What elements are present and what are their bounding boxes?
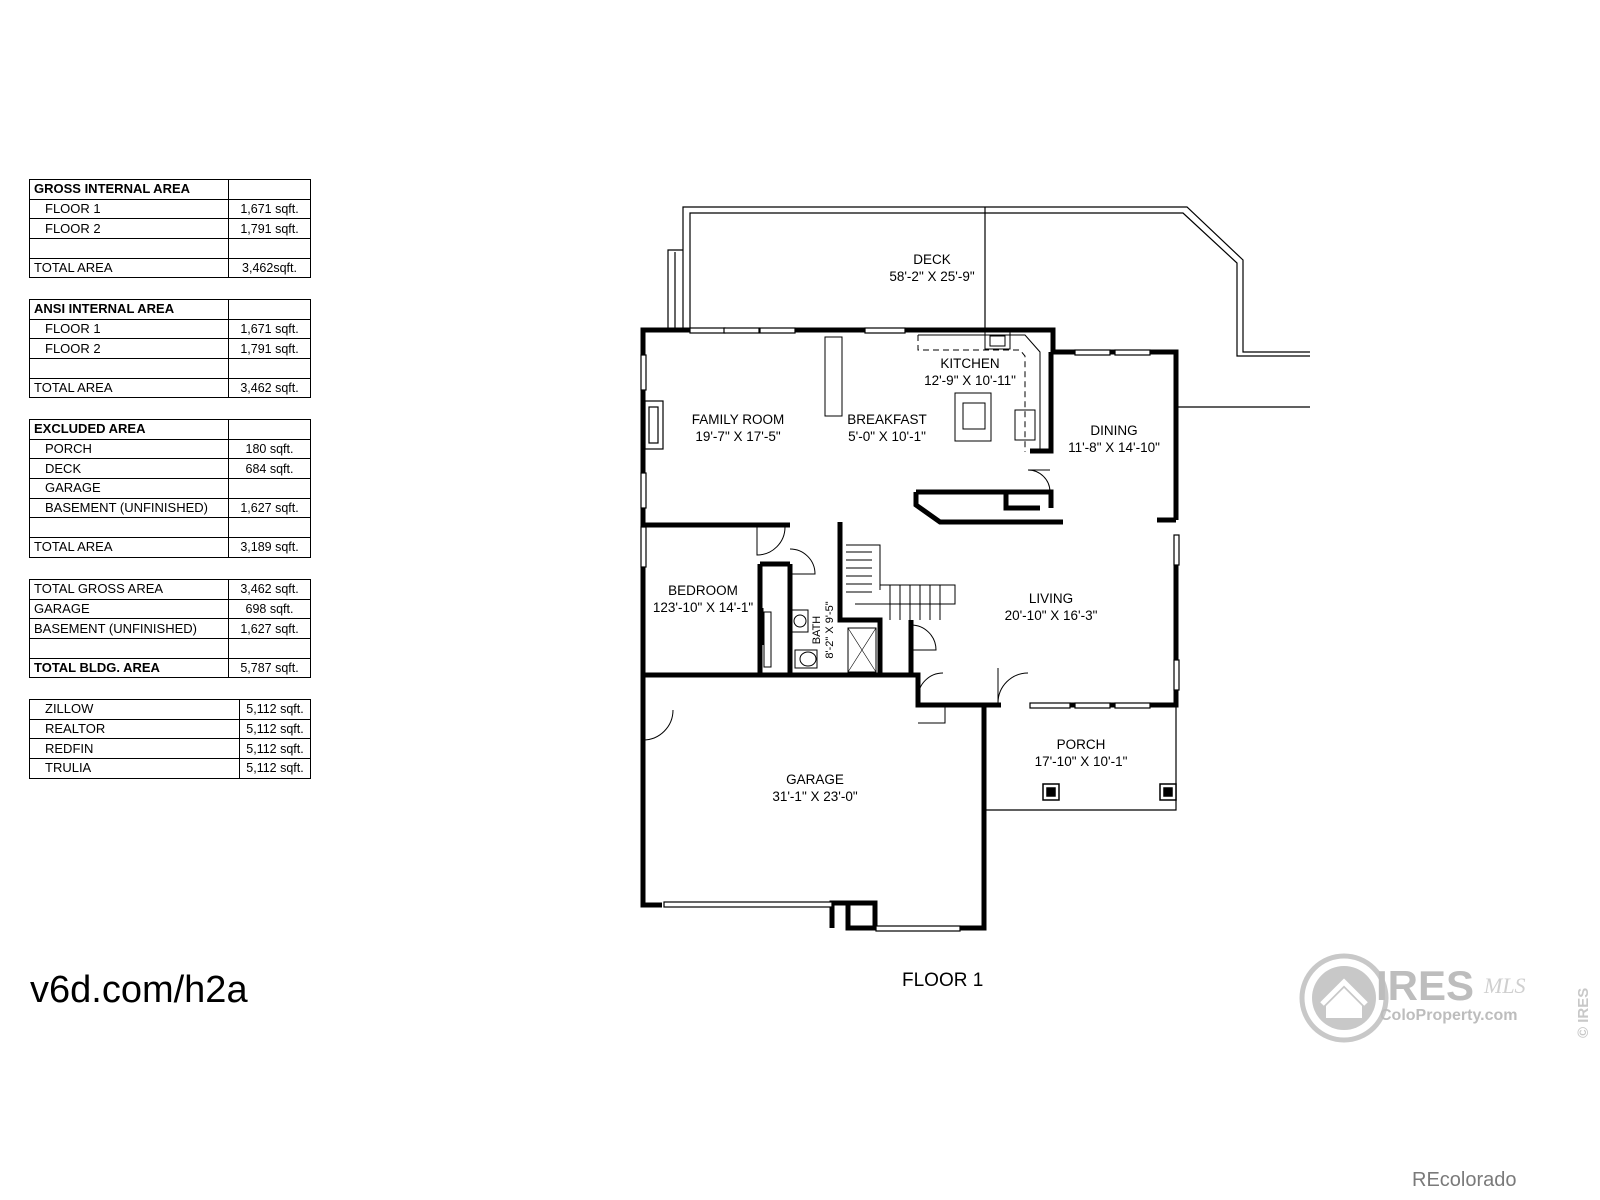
row-label: BASEMENT (UNFINISHED) (29, 497, 229, 519)
room-name-kitchen: KITCHEN (940, 356, 999, 371)
room-dims-breakfast: 5'-0" X 10'-1" (848, 429, 926, 444)
ires-logo-brand: IRES (1376, 962, 1474, 1009)
table-row: BASEMENT (UNFINISHED)1,627 sqft. (29, 497, 311, 519)
room-dims-garage: 31'-1" X 23'-0" (772, 789, 857, 804)
row-value: 180 sqft. (228, 438, 311, 460)
porch-posts (1042, 783, 1177, 801)
row-value: 3,189 sqft. (228, 537, 311, 558)
row-value: 3,462sqft. (228, 257, 311, 279)
row-value: 5,112 sqft. (239, 758, 311, 779)
ires-logo-suffix: MLS (1483, 973, 1526, 998)
shortlink[interactable]: v6d.com/h2a (30, 969, 248, 1011)
room-name-bedroom: BEDROOM (668, 583, 738, 598)
room-name-bath: BATH (811, 616, 823, 645)
table-row (29, 517, 311, 539)
room-name-porch: PORCH (1057, 737, 1106, 752)
room-dims-bedroom: 123'-10" X 14'-1" (653, 600, 754, 615)
ires-logo-site: ColoProperty.com (1380, 1007, 1518, 1024)
row-label: FLOOR 1 (29, 318, 229, 340)
room-dims-kitchen: 12'-9" X 10'-11" (924, 373, 1016, 388)
room-name-deck: DECK (913, 252, 951, 267)
kitchen-fixtures (824, 330, 1041, 452)
row-label: TOTAL GROSS AREA (29, 579, 229, 600)
room-name-family-room: FAMILY ROOM (692, 412, 785, 427)
floor-label: FLOOR 1 (902, 970, 984, 991)
row-label: TOTAL BLDG. AREA (29, 657, 229, 679)
room-name-breakfast: BREAKFAST (847, 412, 927, 427)
table-header-row: GROSS INTERNAL AREA (29, 179, 311, 200)
bath-fixtures (763, 609, 877, 673)
ires-logo: IRES MLS ColoProperty.com © IRES (1299, 953, 1592, 1043)
room-dims-family-room: 19'-7" X 17'-5" (695, 429, 780, 444)
room-dims-dining: 11'-8" X 14'-10" (1068, 440, 1160, 455)
room-name-living: LIVING (1029, 591, 1073, 606)
table-header-row: ANSI INTERNAL AREA (29, 299, 311, 320)
room-name-garage: GARAGE (786, 772, 844, 787)
mls-credit: REcolorado (1412, 1169, 1517, 1191)
deck-outline (667, 206, 1310, 520)
row-value: 5,112 sqft. (239, 718, 311, 740)
room-name-dining: DINING (1090, 423, 1137, 438)
windows (640, 327, 1180, 932)
doors (642, 469, 1051, 741)
row-label: GARAGE (29, 478, 229, 499)
room-dims-porch: 17'-10" X 10'-1" (1035, 754, 1128, 769)
house-icon (1312, 966, 1376, 1030)
row-label: TOTAL AREA (29, 537, 229, 558)
row-value: 1,791 sqft. (228, 218, 311, 240)
table-row (29, 358, 311, 379)
row-value: 1,627 sqft. (228, 618, 311, 640)
room-dims-living: 20'-10" X 16'-3" (1005, 608, 1098, 623)
row-value: 1,671 sqft. (228, 318, 311, 340)
ires-logo-vertical: © IRES (1575, 988, 1592, 1038)
table-header: ANSI INTERNAL AREA (29, 299, 229, 320)
row-value: 3,462 sqft. (228, 579, 311, 600)
row-value: 3,462 sqft. (228, 377, 311, 399)
fireplace (644, 400, 664, 450)
row-label: TOTAL AREA (29, 257, 229, 279)
stairs (846, 544, 956, 724)
row-value: 698 sqft. (228, 598, 311, 620)
room-dims-bath: 8'-2" X 9'-5" (824, 601, 836, 658)
row-label: TRULIA (29, 758, 240, 779)
row-value: 5,787 sqft. (228, 657, 311, 679)
porch-outline (984, 705, 1177, 811)
row-value: 1,627 sqft. (228, 497, 311, 519)
table-row: GARAGE (29, 478, 311, 499)
row-value: 684 sqft. (228, 458, 311, 480)
room-dims-deck: 58'-2" X 25'-9" (889, 269, 974, 284)
